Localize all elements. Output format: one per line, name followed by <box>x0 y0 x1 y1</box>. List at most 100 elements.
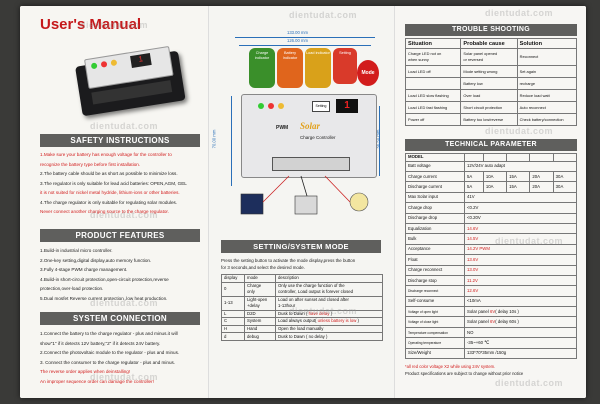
parameter-name-cell: Self-consume <box>405 295 465 308</box>
list-line: 1.Connect the battery to the charge regu… <box>40 331 178 336</box>
column-middle: dientudat.com 133.00 mm 126.00 mm 70.00 … <box>208 6 395 398</box>
parameter-value-cell: <10mA <box>464 295 577 308</box>
callout-load-indicator: Load indicator <box>305 48 331 88</box>
trouble-heading: TROUBLE SHOOTING <box>405 24 577 36</box>
solution-cell: recharge <box>516 77 578 90</box>
dimension-left: 70.00 mm <box>211 129 217 149</box>
situation-cell: Load LED slow flashing <box>404 89 462 102</box>
safety-heading: SAFETY INSTRUCTIONS <box>40 134 200 147</box>
watermark: dientudat.com <box>495 378 564 388</box>
parameter-name-cell: Discharge current <box>405 181 465 193</box>
parameter-value-cell: <0.20V <box>464 212 577 224</box>
model-cell <box>464 153 484 162</box>
note-24v: *all red color voltage X2 while using 24… <box>405 364 496 369</box>
red-text: have delay <box>308 310 330 316</box>
list-line: protection,over-load protection. <box>40 286 104 291</box>
parameter-value-cell: 11.2V <box>464 274 577 287</box>
parameter-name-cell: Charge reconnect <box>405 264 465 276</box>
solution-cell: Check battery/connection <box>516 113 578 126</box>
situation-cell: Power off <box>404 113 462 126</box>
list-line: it is not suited for nickel metal hydrid… <box>40 190 180 195</box>
model-cell <box>482 153 508 162</box>
column-left: User's Manual 1 SAFETY INSTRUCTIONS 1.Ma… <box>20 6 208 398</box>
table-row: Self-consume<10mA <box>405 295 577 308</box>
list-line: 1.Build-in industrial micro controller. <box>40 248 113 253</box>
callout-charge-indicator: Charge indicator <box>249 48 275 88</box>
parameter-name-cell: Operating temperature <box>405 337 465 349</box>
parameter-value-cell: 133*70*35mm /150g <box>464 347 577 360</box>
red-text: 6V <box>489 308 496 314</box>
mode-description-cell: Load always output( unless battery is lo… <box>275 317 383 326</box>
solution-cell: Reconnect <box>516 48 578 66</box>
parameter-name-cell: Discharge stop <box>405 274 465 287</box>
cause-cell: Battery too low/reverse <box>460 113 518 126</box>
parameter-name-cell: Float <box>405 254 465 266</box>
table-header-cell: mode <box>244 274 276 283</box>
tech-heading: TECHNICAL PARAMETER <box>405 139 577 151</box>
parameter-value-cell: 13.0V <box>464 264 577 276</box>
dimension-line-left <box>231 96 232 186</box>
parameter-name-cell: Size/Weight <box>405 347 465 360</box>
list-line: An improper sequence order can damage th… <box>40 379 154 384</box>
parameter-name-cell: Temperature compensation <box>405 326 465 339</box>
cause-cell: Short circuit protection <box>460 101 518 114</box>
parameter-name-cell: Charge current <box>405 170 465 183</box>
parameter-value-cell: 20A <box>529 181 554 193</box>
dimension-line-top2 <box>239 45 371 46</box>
parameter-value-cell: <0.2V <box>464 202 577 214</box>
parameter-value-cell: 15A <box>506 170 531 183</box>
watermark: dientudat.com <box>90 210 159 220</box>
list-line: The reverse order applies when deinstall… <box>40 369 131 375</box>
callout-setting: Setting <box>333 48 357 84</box>
list-line: Never connect another charging source to… <box>40 209 169 214</box>
table-header-cell: display <box>221 274 245 283</box>
mode-display-cell: 1-13 <box>221 295 245 311</box>
watermark: dientudat.com <box>289 10 358 20</box>
wiring-diagram <box>240 175 369 215</box>
parameter-name-cell: Charge drop <box>405 202 465 214</box>
parameter-name-cell: Acceptance <box>405 243 465 256</box>
dimension-line-right <box>379 106 380 176</box>
mode-name-cell: System <box>244 317 276 326</box>
parameter-value-cell: Solar panel 6V( delay 60s ) <box>464 316 577 328</box>
led-charge <box>258 103 264 109</box>
parameter-name-cell: Bulk <box>405 233 465 245</box>
red-text: unless battery is low <box>317 318 357 324</box>
parameter-value-cell: 14.6V <box>464 222 577 235</box>
parameter-name-cell: Discharge drop <box>405 212 465 224</box>
situation-cell: Load LED fast flashing <box>404 101 462 114</box>
table-row: Discharge drop<0.20V <box>405 212 577 224</box>
watermark: dientudat.com <box>90 298 159 308</box>
table-header-cell: Situation <box>404 38 462 49</box>
manual-sheet: User's Manual 1 SAFETY INSTRUCTIONS 1.Ma… <box>20 6 586 398</box>
list-line: 4.Build-in short-circuit protection,open… <box>40 276 169 282</box>
manual-title: User's Manual <box>40 16 142 33</box>
situation-cell <box>404 77 462 90</box>
cause-cell: Battery low <box>460 77 518 90</box>
parameter-value-cell: 10A <box>482 181 508 193</box>
list-line: 4.The charge regulator is only suitable … <box>40 199 178 205</box>
mode-display-cell: H <box>221 324 245 334</box>
list-line: 2.The battery cable should be as short a… <box>40 171 178 176</box>
setting-intro-2: for 3 seconds,and select the desired mod… <box>221 265 305 270</box>
setting-button: Setting <box>312 101 330 112</box>
